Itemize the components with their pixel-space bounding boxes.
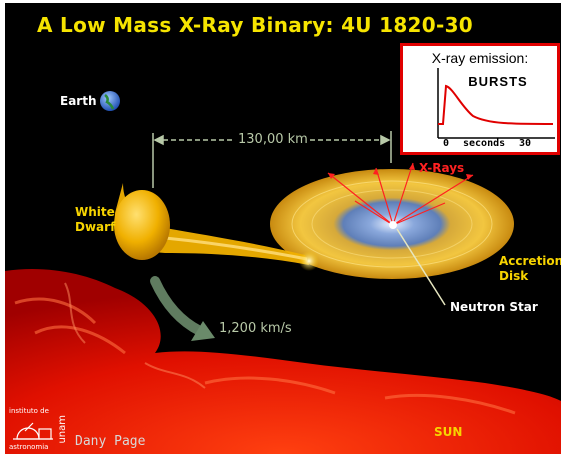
sun-surface — [5, 268, 561, 454]
earth-label: Earth — [60, 94, 97, 108]
logo-line2: astronomia — [9, 443, 49, 451]
inset-x-start: 0 — [443, 138, 450, 149]
distance-label: 130,00 km — [238, 132, 308, 147]
inset-x-end: 30 — [519, 138, 532, 149]
white-dwarf-label-line1: White — [75, 205, 115, 219]
page-title: A Low Mass X-Ray Binary: 4U 1820-30 — [36, 13, 474, 37]
neutron-star-pointer — [396, 228, 446, 306]
white-dwarf-label-line2: Dwarf — [75, 220, 116, 234]
hot-spot — [299, 251, 319, 271]
logo-side-text: unam — [57, 415, 68, 444]
sun-label: SUN — [434, 425, 463, 439]
xrays-label: X-Rays — [419, 161, 465, 175]
xray-burst-inset: X-ray emission: BURSTS 0 seconds 30 — [400, 43, 560, 155]
logo-line1: instituto de — [9, 407, 49, 415]
distance-measure — [152, 131, 392, 188]
accretion-disk-label-line2: Disk — [499, 269, 529, 283]
neutron-star — [389, 221, 397, 229]
burst-curve — [438, 84, 554, 125]
diagram-artwork — [5, 91, 561, 454]
burst-light-curve — [437, 68, 555, 139]
diagram-scene: A Low Mass X-Ray Binary: 4U 1820-30 Eart… — [5, 3, 561, 454]
accretion-disk-label-line1: Accretion — [499, 254, 561, 268]
neutron-star-label: Neutron Star — [450, 300, 538, 314]
observatory-logo-icon — [13, 422, 53, 440]
credit-text: Dany Page — [75, 434, 146, 449]
earth-icon — [100, 91, 120, 111]
inset-bursts-label: BURSTS — [468, 74, 528, 89]
velocity-label: 1,200 km/s — [219, 321, 292, 336]
inset-x-axis-label: seconds — [463, 138, 506, 149]
inset-title: X-ray emission: — [431, 50, 529, 66]
velocity-arrow — [150, 276, 205, 336]
xray-rays — [327, 162, 474, 226]
white-dwarf — [114, 190, 170, 260]
